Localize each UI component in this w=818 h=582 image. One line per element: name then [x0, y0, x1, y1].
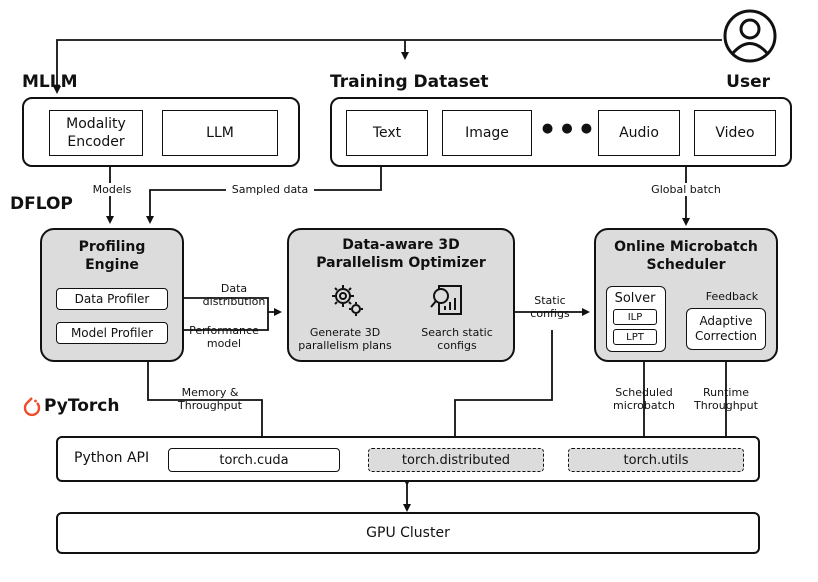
pytorch-logo-icon	[22, 396, 42, 422]
python-api-label: Python API	[74, 450, 150, 466]
generate-plans-label: Generate 3D parallelism plans	[298, 326, 392, 352]
dataset-box: Text Image ● ● ● Audio Video	[330, 97, 792, 167]
scheduler-title: Online Microbatch Scheduler	[614, 239, 758, 273]
user-label: User	[726, 72, 770, 92]
gears-icon	[329, 282, 365, 322]
label-performance-model: Performance model	[189, 324, 259, 350]
label-global-batch: Global batch	[640, 183, 732, 196]
module-torch-cuda: torch.cuda	[168, 448, 340, 472]
data-profiler: Data Profiler	[56, 288, 168, 310]
adaptive-correction: Adaptive Correction	[686, 308, 766, 350]
dataset-title: Training Dataset	[330, 72, 489, 92]
pytorch-title: PyTorch	[44, 396, 120, 416]
label-scheduled-microbatch: Scheduled microbatch	[613, 386, 675, 412]
label-static-configs: Static configs	[530, 294, 570, 320]
profiling-engine: Profiling Engine Data Profiler Model Pro…	[40, 228, 184, 362]
search-chart-icon	[429, 282, 465, 322]
label-feedback: Feedback	[705, 290, 759, 303]
llm: LLM	[162, 110, 278, 156]
dataset-image: Image	[442, 110, 532, 156]
ilp-badge: ILP	[613, 309, 657, 325]
dataset-ellipsis: ● ● ●	[541, 121, 595, 136]
modality-encoder: Modality Encoder	[49, 110, 143, 156]
dataset-audio: Audio	[598, 110, 680, 156]
gpu-cluster: GPU Cluster	[56, 512, 760, 554]
optimizer-title: Data-aware 3D Parallelism Optimizer	[316, 237, 486, 271]
parallelism-optimizer: Data-aware 3D Parallelism Optimizer Gene…	[287, 228, 515, 362]
user-icon	[722, 8, 778, 64]
label-memory-throughput: Memory & Throughput	[178, 386, 242, 412]
dflop-title: DFLOP	[10, 194, 73, 214]
dataset-video: Video	[694, 110, 776, 156]
label-models: Models	[90, 183, 134, 196]
solver-box: Solver ILP LPT	[606, 286, 666, 352]
solver-label: Solver	[614, 291, 656, 306]
module-torch-utils: torch.utils	[568, 448, 744, 472]
search-configs-label: Search static configs	[421, 326, 493, 352]
module-torch-distributed: torch.distributed	[368, 448, 544, 472]
label-sampled-data: Sampled data	[226, 183, 314, 196]
label-data-distribution: Data distribution	[202, 282, 266, 308]
profiling-engine-title: Profiling Engine	[78, 239, 146, 273]
model-profiler: Model Profiler	[56, 322, 168, 344]
mllm-box: Modality Encoder LLM	[22, 97, 300, 167]
python-api-box: Python API torch.cuda torch.distributed …	[56, 436, 760, 482]
label-runtime-throughput: Runtime Throughput	[694, 386, 758, 412]
microbatch-scheduler: Online Microbatch Scheduler Solver ILP L…	[594, 228, 778, 362]
lpt-badge: LPT	[613, 329, 657, 345]
mllm-title: MLLM	[22, 72, 78, 92]
dataset-text: Text	[346, 110, 428, 156]
